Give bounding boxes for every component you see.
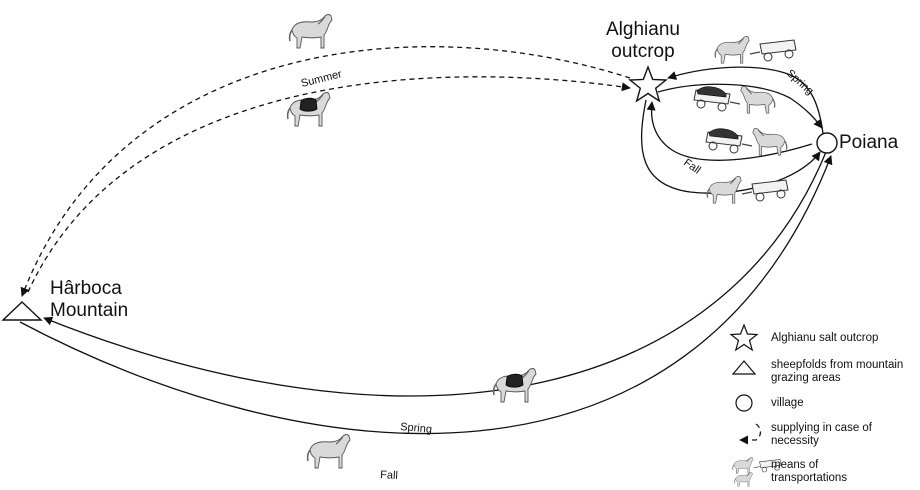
horse-cart-icon <box>715 36 796 63</box>
triangle-icon <box>1 301 43 321</box>
fall-label-lower: Fall <box>380 469 398 482</box>
fall-route-outer <box>640 99 821 194</box>
circle-icon <box>816 132 838 154</box>
pack-horse-icon <box>288 93 330 127</box>
legend-dashed-arrow <box>739 423 762 445</box>
spring-route-top <box>667 66 825 143</box>
spring-label-lower: Spring <box>400 421 433 436</box>
legend-triangle-text: sheepfolds from mountain grazing areas <box>771 359 904 384</box>
loaded-cart-icon <box>706 128 787 155</box>
fall-route-bottom <box>19 155 833 435</box>
horse-icon <box>306 433 351 469</box>
star-icon <box>628 65 668 103</box>
mountain-label: Hârboca Mountain <box>50 278 129 321</box>
legend-star-icon <box>729 323 759 352</box>
summer-label: Summer <box>300 68 344 90</box>
legend-transport-text: means of transportations <box>771 459 848 484</box>
horse-icon <box>288 13 333 49</box>
legend-circle-text: village <box>771 397 804 409</box>
fall-route-lower <box>646 101 813 161</box>
loaded-cart-icon <box>694 86 775 113</box>
legend-star-text: Alghianu salt outcrop <box>771 332 879 344</box>
legend-triangle-icon <box>731 360 757 375</box>
summer-route-inner <box>27 76 631 293</box>
legend-dashed-text: supplying in case of necessity <box>771 422 873 447</box>
spring-label-upper: Spring <box>784 67 816 97</box>
legend-circle-icon <box>735 394 753 412</box>
outcrop-label: Alghianu outcrop <box>606 19 680 62</box>
village-label: Poiana <box>839 132 899 153</box>
spring-route-second <box>657 83 823 129</box>
pack-horse-icon <box>494 369 536 403</box>
